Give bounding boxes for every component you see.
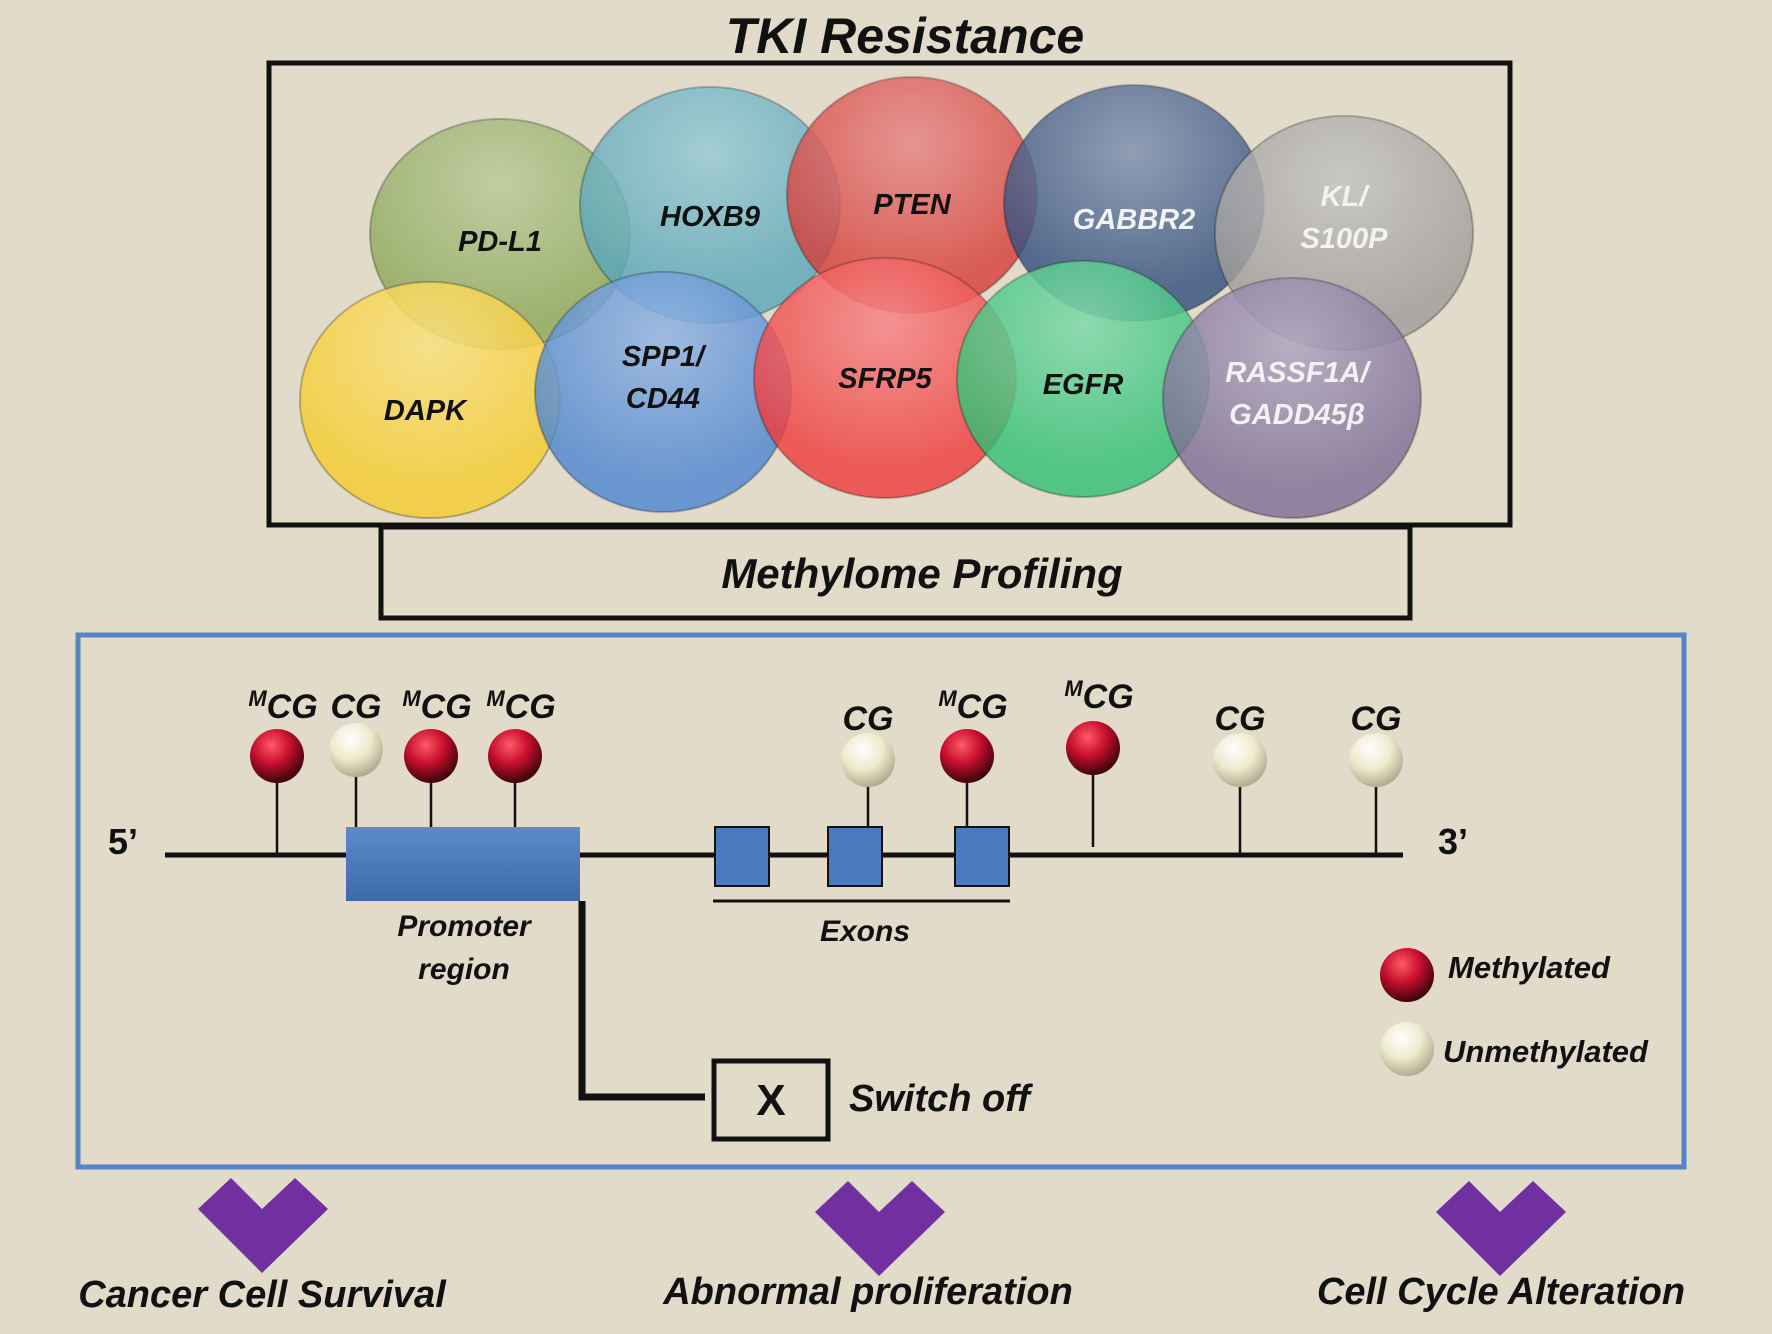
promoter-label-line1: Promoter	[397, 910, 533, 943]
gene-bubble-gloss-spp1-cd44	[535, 272, 791, 512]
cpg-label-3: MCG	[402, 686, 471, 726]
gene-bubble-gloss-egfr	[957, 261, 1209, 497]
outcome-arrow-1	[198, 1178, 328, 1273]
switch-off-label: Switch off	[849, 1078, 1033, 1120]
exons-label: Exons	[820, 915, 910, 948]
switch-connector	[578, 901, 705, 1101]
gene-bubble-gloss-pten	[787, 77, 1037, 313]
gene-label-pten: PTEN	[873, 189, 951, 221]
gene-label-rassf1a-gadd45b-line2: GADD45β	[1229, 399, 1365, 431]
legend-unmethylated-label: Unmethylated	[1443, 1034, 1649, 1069]
gene-label-spp1-cd44-line2: CD44	[626, 383, 700, 415]
cpg-site-group: MCG CG MCG MCG CG MCG MCG CG CG	[248, 676, 1403, 855]
diagram-title: TKI Resistance	[726, 8, 1084, 64]
cpg-label-6: MCG	[938, 686, 1007, 726]
five-prime-label: 5’	[108, 821, 138, 862]
cpg-label-8: CG	[1215, 700, 1266, 738]
promoter-box	[346, 827, 580, 901]
methylome-banner	[378, 524, 1413, 621]
promoter-label-line2: region	[418, 953, 510, 986]
cpg-label-9: CG	[1351, 700, 1402, 738]
gene-label-egfr: EGFR	[1043, 369, 1124, 401]
gene-label-dapk: DAPK	[384, 395, 468, 427]
cpg-label-4: MCG	[486, 686, 555, 726]
gene-bubble-gloss-hoxb9	[580, 87, 840, 323]
cpg-label-1: MCG	[248, 686, 317, 726]
switch-symbol: X	[756, 1076, 785, 1125]
gene-bubble-group: PD-L1 HOXB9 PTEN GABBR2 KL/S100P DAPK SPP1/CD4…	[299, 76, 1474, 519]
legend-methylated-label: Methylated	[1448, 950, 1611, 985]
gene-label-kl-s100p-line2: S100P	[1300, 223, 1388, 255]
legend-methylated-swatch	[1380, 948, 1434, 1002]
gene-label-gabbr2: GABBR2	[1073, 204, 1195, 236]
three-prime-label: 3’	[1438, 821, 1468, 862]
methylated-cpg-7	[1066, 721, 1120, 775]
switch-box	[711, 1058, 831, 1142]
gene-label-sfrp5: SFRP5	[838, 363, 932, 395]
gene-bubble-gloss-sfrp5	[754, 258, 1016, 498]
outcome-arrow-3	[1436, 1181, 1566, 1276]
methylome-banner-label: Methylome Profiling	[721, 550, 1122, 597]
methylated-cpg-1	[250, 729, 304, 783]
gene-label-rassf1a-gadd45b-line1: RASSF1A/	[1225, 357, 1371, 389]
gene-label-hoxb9: HOXB9	[660, 201, 760, 233]
gene-map-panel	[75, 632, 1687, 1170]
cpg-label-2: CG	[331, 688, 382, 726]
gene-label-pd-l1: PD-L1	[458, 226, 542, 258]
outcome-label-cell-cycle: Cell Cycle Alteration	[1317, 1271, 1685, 1313]
gene-bubble-gloss-dapk	[300, 282, 560, 518]
unmethylated-cpg-5	[841, 733, 895, 787]
unmethylated-cpg-9	[1349, 733, 1403, 787]
outcome-label-proliferation: Abnormal proliferation	[662, 1271, 1073, 1313]
unmethylated-cpg-2	[329, 723, 383, 777]
legend-unmethylated-swatch	[1380, 1022, 1434, 1076]
gene-bubble-gloss-rassf1a-gadd45b	[1163, 278, 1421, 518]
methylated-cpg-6	[940, 729, 994, 783]
gene-label-kl-s100p-line1: KL/	[1321, 181, 1371, 213]
unmethylated-cpg-8	[1213, 733, 1267, 787]
gene-label-spp1-cd44-line1: SPP1/	[622, 341, 707, 373]
exon-box-3	[954, 826, 1010, 887]
exon-box-1	[714, 826, 770, 887]
outcome-label-survival: Cancer Cell Survival	[78, 1274, 447, 1316]
outcome-arrow-2	[815, 1181, 945, 1276]
cpg-label-5: CG	[843, 700, 894, 738]
cpg-label-7: MCG	[1064, 676, 1133, 716]
exon-box-2	[827, 826, 883, 887]
methylated-cpg-4	[488, 729, 542, 783]
methylated-cpg-3	[404, 729, 458, 783]
